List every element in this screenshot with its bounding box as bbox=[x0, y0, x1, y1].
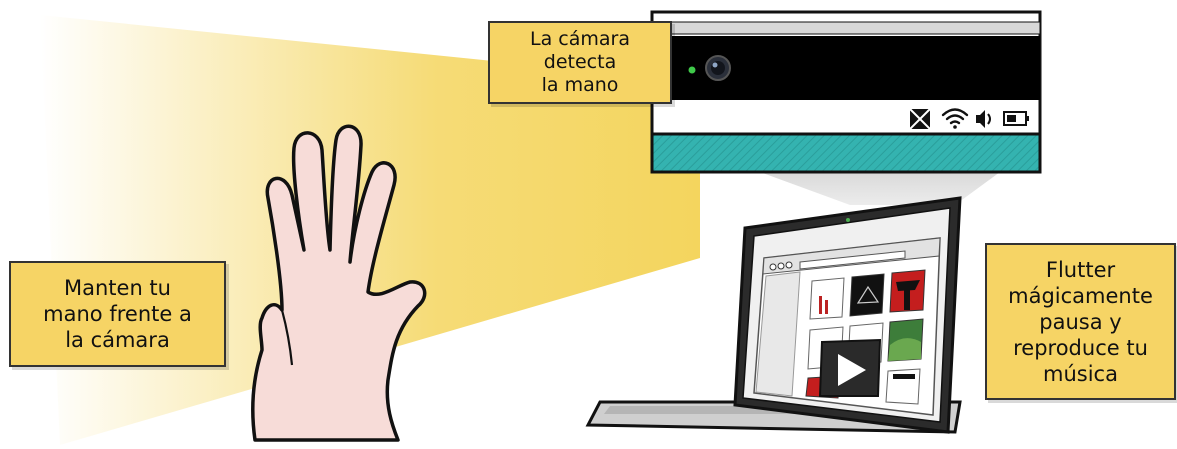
camera-caption: La cámara detecta la mano bbox=[488, 21, 672, 104]
caption-line: mano frente a bbox=[43, 302, 192, 326]
indicator-led bbox=[688, 66, 696, 74]
volume-icon bbox=[976, 110, 991, 128]
camera-closeup bbox=[650, 10, 1042, 174]
album-tile bbox=[849, 273, 885, 317]
caption-line: Manten tu bbox=[64, 276, 171, 300]
caption-line: mágicamente bbox=[1008, 283, 1153, 308]
caption-line: música bbox=[1043, 361, 1118, 386]
wifi-icon bbox=[941, 108, 969, 129]
caption-line: la cámara bbox=[65, 328, 170, 352]
hand bbox=[251, 124, 427, 442]
caption-line: reproduce tu bbox=[1013, 335, 1148, 360]
album-tile bbox=[809, 277, 845, 320]
caption-line: la mano bbox=[541, 74, 619, 96]
hand-caption: Manten tu mano frente a la cámara bbox=[9, 261, 226, 367]
teal-bar bbox=[650, 132, 1042, 174]
webcam-lens-icon bbox=[705, 55, 731, 81]
caption-line: La cámara bbox=[530, 28, 630, 50]
caption-line: Flutter bbox=[1045, 257, 1116, 282]
flutter-caption: Flutter mágicamente pausa y reproduce tu… bbox=[985, 243, 1176, 400]
play-icon bbox=[818, 338, 882, 397]
battery-icon bbox=[1003, 111, 1029, 126]
laptop bbox=[585, 196, 962, 434]
caption-line: detecta bbox=[543, 51, 617, 73]
caption-line: pausa y bbox=[1039, 309, 1122, 334]
app-tray-icon bbox=[909, 108, 931, 130]
zoom-beam bbox=[760, 172, 1000, 205]
